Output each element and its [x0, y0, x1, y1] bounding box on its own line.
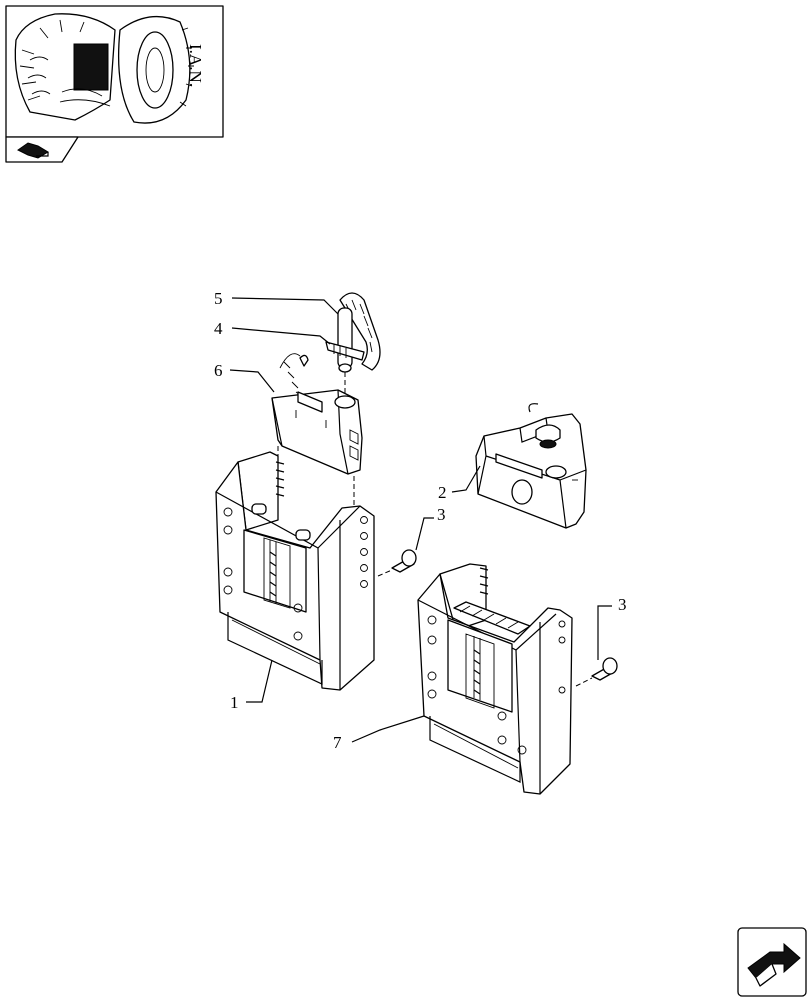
callout-7: 7 [333, 733, 342, 752]
part-2-drawbar-hook [475, 403, 587, 529]
thumbnail-panel[interactable]: I.A.N. [5, 5, 224, 138]
callout-6: 6 [214, 361, 223, 380]
callout-2: 2 [438, 483, 447, 502]
thumbnail-label: I.A.N. [186, 44, 205, 87]
part-3-bolt-lower [575, 657, 618, 687]
callout-3b: 3 [618, 595, 627, 614]
part-1-hitch-housing [215, 451, 375, 691]
part-5-hitch-pin [337, 292, 381, 373]
book-section-icon[interactable] [5, 136, 79, 163]
part-6-hook-block [271, 353, 363, 475]
part-7-hitch-housing [417, 563, 573, 795]
callout-5: 5 [214, 289, 223, 308]
callout-1: 1 [230, 693, 239, 712]
part-3-bolt-upper [377, 549, 417, 577]
callout-3a: 3 [437, 505, 446, 524]
callout-4: 4 [214, 319, 223, 338]
next-page-arrow-icon[interactable] [737, 927, 807, 997]
part-4-retaining-clip [325, 341, 365, 361]
leader-lines [229, 297, 612, 743]
tractor-rear-view-icon [14, 13, 194, 124]
